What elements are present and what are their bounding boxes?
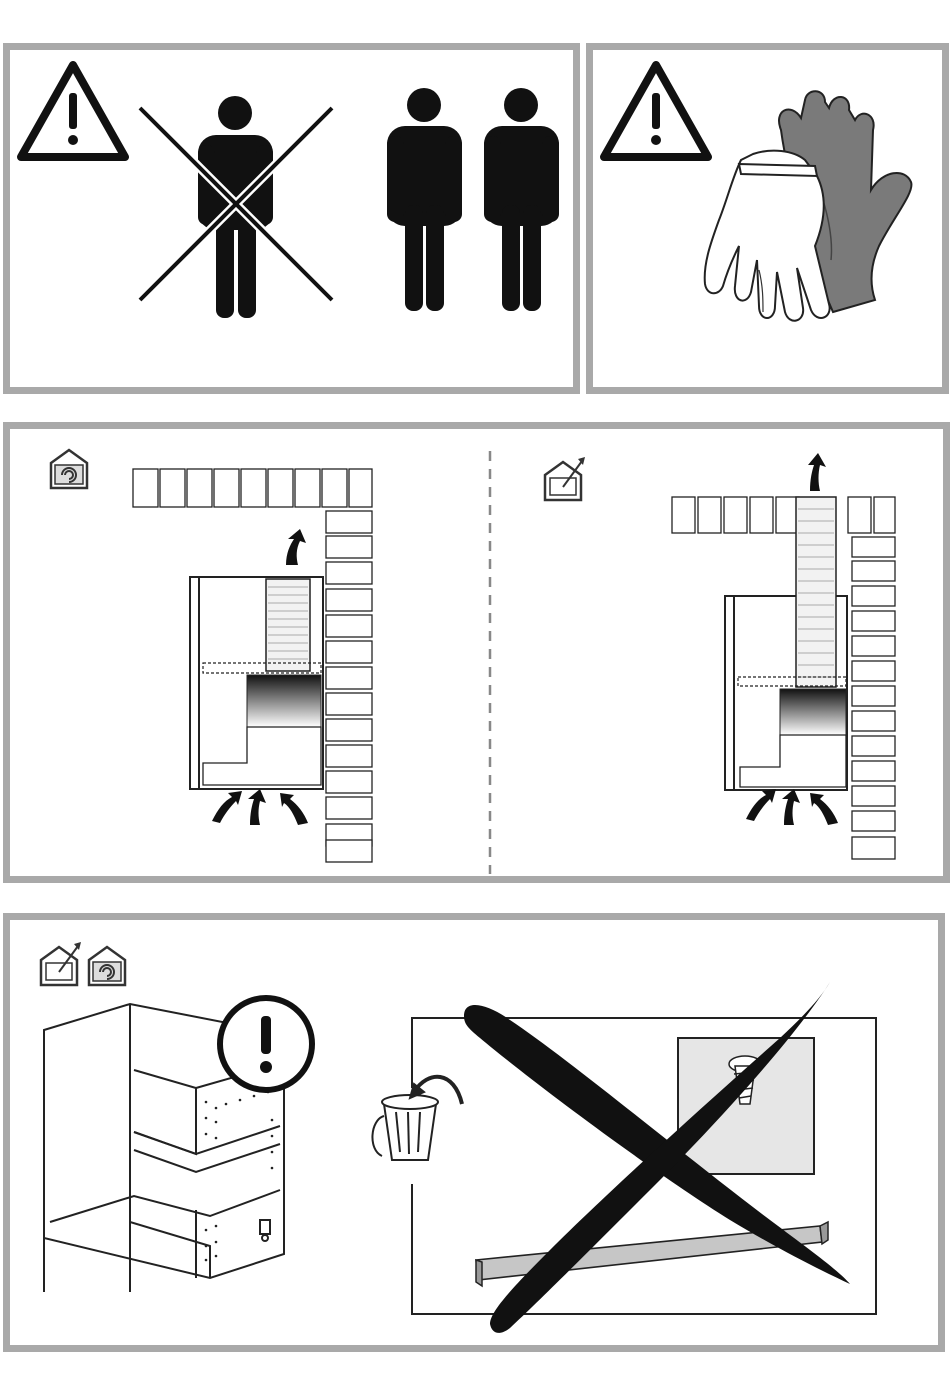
recirculation-cabinet [190,577,323,789]
extraction-mode-icon [41,942,81,985]
single-person-crossed-icon [140,96,332,318]
caution-circle-icon [220,998,312,1090]
wear-gloves-panel [586,43,949,394]
installation-modes-panel [3,422,950,883]
cabinet-check-panel [3,913,945,1352]
warning-triangle-icon [21,65,125,157]
discard-bin-icon [372,1077,462,1160]
two-person-lift-panel [3,43,580,394]
recirculation-mode-icon [51,450,87,488]
extraction-mode-icon [545,457,585,500]
extraction-cabinet [725,497,847,790]
recirculation-mode-icon [89,947,125,985]
two-persons-icon [387,88,559,311]
warning-triangle-icon [604,65,708,157]
protective-gloves-icon [705,91,912,320]
